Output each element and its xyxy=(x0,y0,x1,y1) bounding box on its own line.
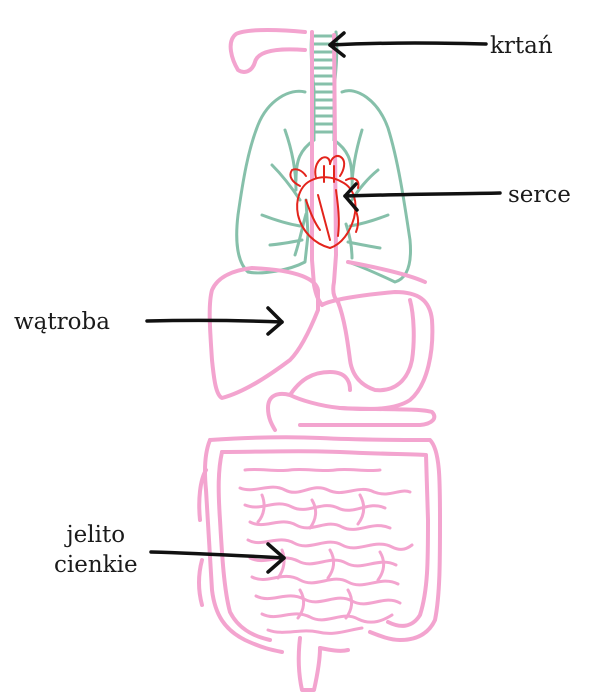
label-small-intestine-line2: cienkie xyxy=(54,552,138,578)
arrow-liver xyxy=(145,306,284,336)
label-small-intestine-line1: jelito xyxy=(66,522,126,548)
label-heart: serce xyxy=(508,182,571,208)
pharynx xyxy=(228,28,307,74)
label-larynx: krtań xyxy=(490,33,553,59)
liver xyxy=(207,266,320,400)
large-intestine xyxy=(208,435,442,642)
arrow-larynx xyxy=(328,31,488,58)
right-lung xyxy=(340,89,412,284)
arrows xyxy=(145,31,502,574)
digestive-tract xyxy=(197,28,442,692)
label-liver: wątroba xyxy=(14,309,110,335)
lungs xyxy=(235,89,412,284)
esophagus xyxy=(310,30,324,307)
small-intestine xyxy=(238,467,414,635)
arrow-heart xyxy=(343,182,502,212)
label-small-intestine: jelito cienkie xyxy=(54,520,138,580)
stomach xyxy=(266,290,435,432)
left-lung xyxy=(235,89,310,275)
rectum xyxy=(296,636,322,692)
arrow-small-intestine xyxy=(149,542,286,574)
